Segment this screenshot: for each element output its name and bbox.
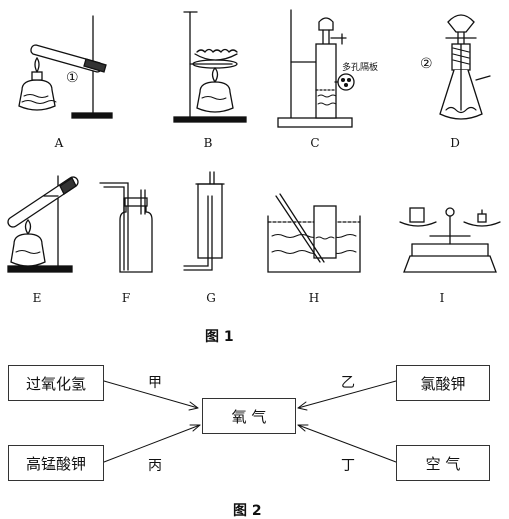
- label-g: G: [206, 291, 216, 305]
- apparatus-d: [439, 14, 491, 120]
- route-ding: 丁: [341, 458, 355, 474]
- label-f: F: [121, 291, 131, 305]
- apparatus-g: [183, 171, 225, 271]
- route-yi: 乙: [341, 375, 355, 391]
- box-potassium-permanganate: 高锰酸钾: [8, 445, 104, 481]
- box-air: 空 气: [396, 445, 490, 481]
- box-hydrogen-peroxide: 过氧化氢: [8, 365, 104, 401]
- label-a: A: [54, 136, 64, 150]
- marker-2: ②: [420, 56, 433, 72]
- porous-plate-label: 多孔隔板: [342, 61, 378, 73]
- apparatus-f: [99, 182, 153, 273]
- apparatus-i: [399, 207, 501, 273]
- label-e: E: [32, 291, 42, 305]
- apparatus-a: [18, 15, 113, 119]
- apparatus-e: [7, 175, 79, 273]
- figure2-caption: 图 2: [233, 503, 262, 519]
- apparatus-h: [267, 193, 361, 273]
- box-oxygen: 氧 气: [202, 398, 296, 434]
- apparatus-b: [173, 11, 247, 123]
- figure1-caption: 图 1: [205, 329, 234, 345]
- figure2-arrows: [103, 380, 397, 463]
- label-i: I: [439, 291, 445, 305]
- marker-1: ①: [66, 70, 79, 86]
- label-h: H: [308, 291, 320, 305]
- route-bing: 丙: [148, 458, 162, 474]
- box-potassium-chlorate: 氯酸钾: [396, 365, 490, 401]
- route-jia: 甲: [148, 375, 162, 391]
- label-d: D: [450, 136, 460, 150]
- label-b: B: [203, 136, 213, 150]
- apparatus-c: [277, 9, 355, 128]
- label-c: C: [310, 136, 320, 150]
